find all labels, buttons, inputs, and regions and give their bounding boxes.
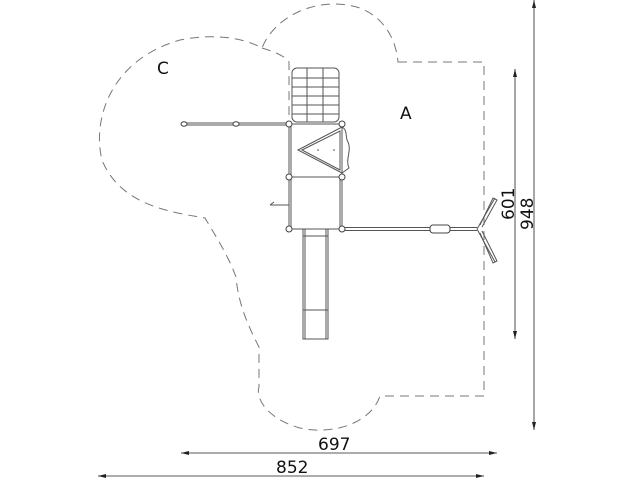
dimension-height-total: 948 <box>518 0 538 430</box>
roof-triangle <box>296 126 350 174</box>
dimension-697-text: 697 <box>318 435 350 455</box>
zone-c-label: C <box>157 59 169 79</box>
posts <box>285 120 346 233</box>
tower-frame <box>269 123 343 230</box>
safety-zone-outline <box>98 3 485 431</box>
dimension-948-text: 948 <box>518 198 538 230</box>
zone-c-boundary <box>261 47 290 120</box>
dimension-852-text: 852 <box>276 458 308 478</box>
dimension-height-inner: 601 <box>499 69 519 339</box>
monkey-bar-beam <box>180 121 289 127</box>
slide <box>302 228 329 340</box>
dimension-width-inner: 697 <box>181 435 497 455</box>
dimension-601-text: 601 <box>499 188 519 220</box>
zone-a-label: A <box>400 104 412 124</box>
dimension-width-total: 852 <box>98 458 484 478</box>
side-arm <box>345 197 498 264</box>
climbing-net <box>291 67 340 123</box>
